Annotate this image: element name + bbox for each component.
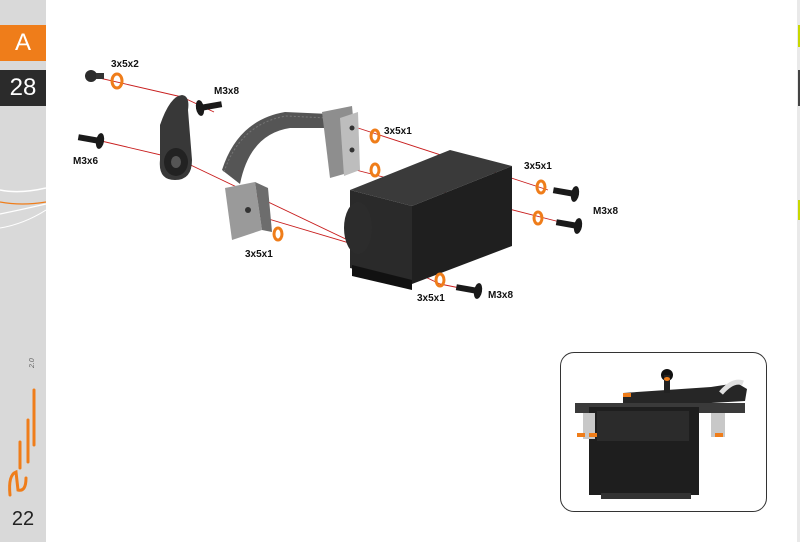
assembled-servo-image	[575, 369, 747, 499]
ball-stud	[85, 70, 104, 82]
label-screw-m3x8-arm: M3x8	[214, 86, 240, 97]
label-shim-3x5x1-bottom: 3x5x1	[417, 293, 445, 304]
servo-arm	[159, 95, 192, 180]
screws	[77, 100, 583, 299]
sidebar: A 28 2.0 22	[0, 0, 46, 542]
label-shim-3x5x1-top: 3x5x1	[384, 126, 412, 137]
edge-marker	[798, 25, 800, 47]
servo-body	[344, 150, 512, 290]
page-number: 22	[11, 508, 35, 530]
edge-marker	[798, 70, 800, 106]
carbon-mount-bracket	[222, 106, 360, 240]
assembled-detail-view	[560, 352, 767, 512]
label-screw-m3x8-bottom: M3x8	[488, 290, 514, 301]
shims	[110, 72, 547, 288]
label-screw-m3x6: M3x6	[73, 156, 99, 167]
label-shim-3x5x2: 3x5x2	[111, 59, 139, 70]
exploded-assembly-diagram	[77, 70, 583, 299]
page-edge	[797, 0, 800, 542]
section-tab: A	[0, 25, 46, 61]
label-shim-3x5x1-left: 3x5x1	[245, 249, 273, 260]
label-screw-m3x8-servo: M3x8	[593, 206, 619, 217]
sidebar-decorative-lines	[0, 187, 46, 229]
edge-marker	[798, 200, 800, 220]
brand-logo: 2.0	[8, 358, 36, 497]
svg-text:2.0: 2.0	[29, 358, 36, 369]
step-number-tab: 28	[0, 70, 46, 106]
label-shim-3x5x1-servo-top: 3x5x1	[524, 161, 552, 172]
